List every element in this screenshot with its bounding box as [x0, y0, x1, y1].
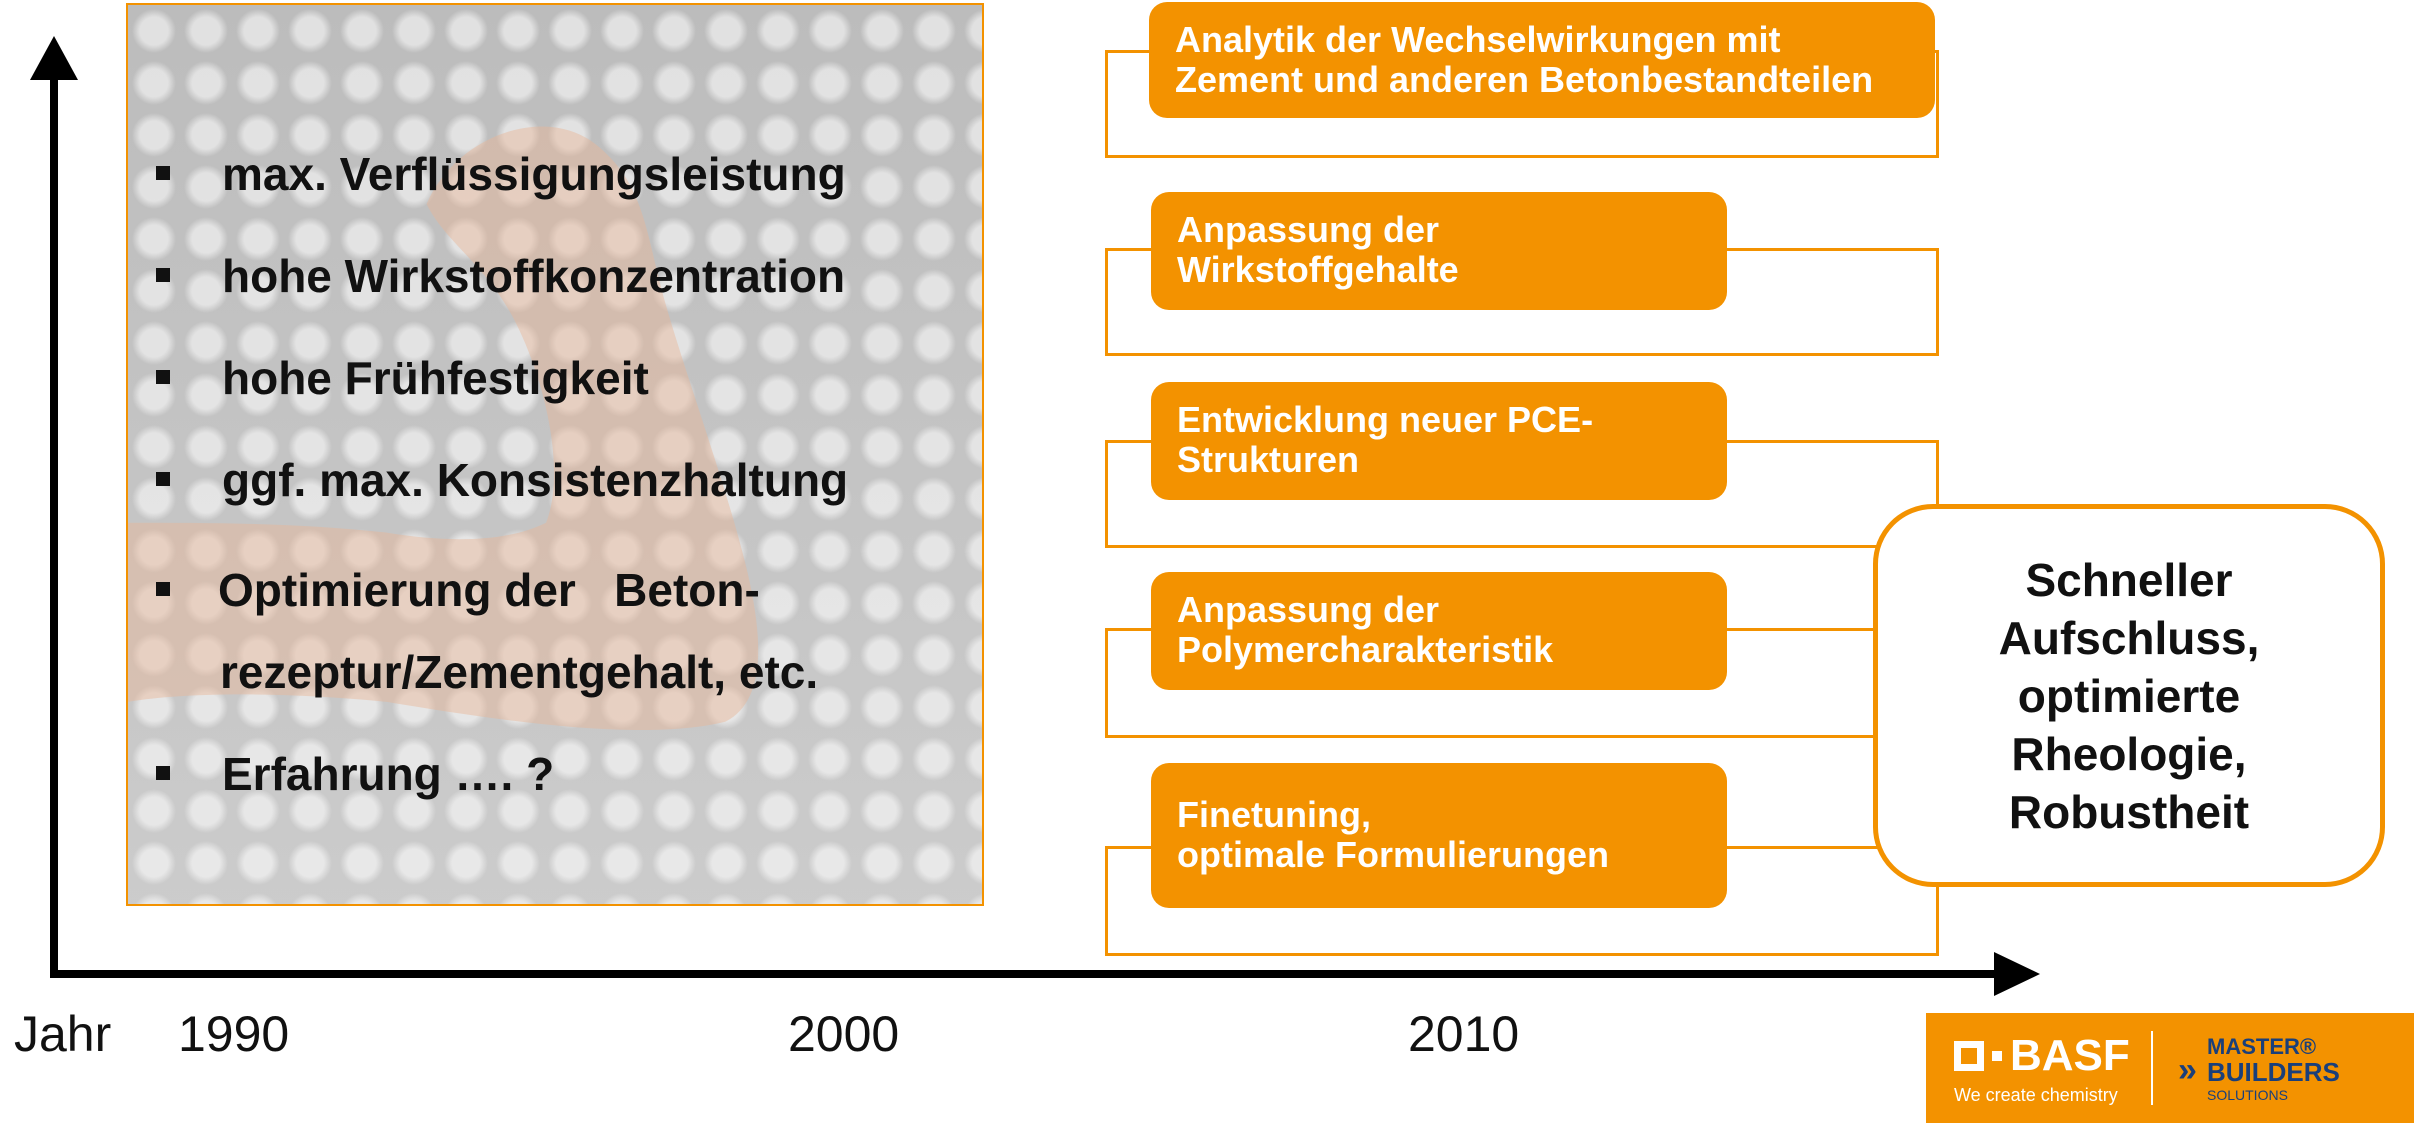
result-line: Schneller [2025, 553, 2233, 606]
axis-year-label: 2000 [788, 1006, 900, 1062]
basf-tagline: We create chemistry [1954, 1085, 2118, 1105]
bullet-text: Erfahrung …. ? [222, 748, 555, 800]
step-box-pce-strukturen: Entwicklung neuer PCE- Strukturen [1151, 382, 1727, 500]
bullet-marker [156, 166, 170, 180]
result-line: optimierte [2017, 669, 2241, 722]
step-box-line: Polymercharakteristik [1177, 629, 1554, 670]
master-builders-line2: BUILDERS [2207, 1057, 2340, 1087]
bullet-text: hohe Frühfestigkeit [222, 352, 649, 404]
step-box-line: Strukturen [1177, 439, 1360, 480]
flexed-arm-photo-panel: max. Verflüssigungsleistung hohe Wirksto… [126, 3, 984, 906]
axis-label-jahr: Jahr [14, 1006, 112, 1062]
bullet-continuation: rezeptur/Zementgehalt, etc. [220, 646, 819, 698]
basf-brand: BASF [2010, 1031, 2130, 1080]
axis-year-label: 2010 [1408, 1006, 1520, 1062]
bullet-item: hohe Frühfestigkeit [156, 351, 649, 405]
step-box-finetuning: Finetuning, optimale Formulierungen [1151, 763, 1727, 908]
result-box: Schneller Aufschluss, optimierte Rheolog… [1873, 504, 2385, 887]
step-box-line: Finetuning, [1177, 794, 1371, 835]
basf-dot-icon [1992, 1051, 2002, 1061]
basf-square-icon [1954, 1041, 1984, 1071]
result-line: Aufschluss, [1998, 611, 2260, 664]
step-box-line: Analytik der Wechselwirkungen mit [1175, 19, 1781, 60]
bullet-marker [156, 766, 170, 780]
bullet-text: ggf. max. Konsistenzhaltung [222, 454, 849, 506]
step-box-analytik: Analytik der Wechselwirkungen mit Zement… [1149, 2, 1935, 118]
step-box-line: Wirkstoffgehalte [1177, 249, 1459, 290]
result-line: Rheologie, [2011, 727, 2247, 780]
bullet-marker [156, 582, 170, 596]
axis-year-label: 1990 [178, 1006, 290, 1062]
step-box-wirkstoffgehalte: Anpassung der Wirkstoffgehalte [1151, 192, 1727, 310]
y-axis-arrowhead [30, 36, 78, 80]
result-line: Robustheit [2008, 785, 2250, 838]
step-box-polymercharakteristik: Anpassung der Polymercharakteristik [1151, 572, 1727, 690]
bullet-marker [156, 268, 170, 282]
basf-master-builders-logo: BASF We create chemistry » MASTER® BUILD… [1926, 1013, 2414, 1123]
bullet-item: Erfahrung …. ? [156, 747, 554, 801]
step-box-line: Zement und anderen Betonbestandteilen [1175, 59, 1874, 100]
flexed-arm-image [128, 126, 759, 731]
step-box-line: Anpassung der [1177, 589, 1440, 630]
master-builders-line3: SOLUTIONS [2207, 1087, 2288, 1103]
bullet-marker [156, 370, 170, 384]
bullet-text: Optimierung der Beton- [218, 564, 760, 616]
step-box-line: Entwicklung neuer PCE- [1177, 399, 1594, 440]
bullet-marker [156, 472, 170, 486]
bullet-text: max. Verflüssigungsleistung [222, 148, 846, 200]
bullet-item: Optimierung der Beton- [156, 563, 760, 617]
step-box-line: Anpassung der [1177, 209, 1440, 250]
step-box-line: optimale Formulierungen [1177, 834, 1610, 875]
bullet-item: max. Verflüssigungsleistung [156, 147, 846, 201]
master-builders-line1: MASTER® [2207, 1034, 2317, 1059]
bullet-item: ggf. max. Konsistenzhaltung [156, 453, 848, 507]
bullet-text: hohe Wirkstoffkonzentration [222, 250, 846, 302]
logo-divider [2151, 1031, 2153, 1105]
bullet-item: hohe Wirkstoffkonzentration [156, 249, 845, 303]
chevron-double-right-icon: » [2178, 1051, 2197, 1089]
x-axis-arrowhead [1994, 952, 2040, 996]
